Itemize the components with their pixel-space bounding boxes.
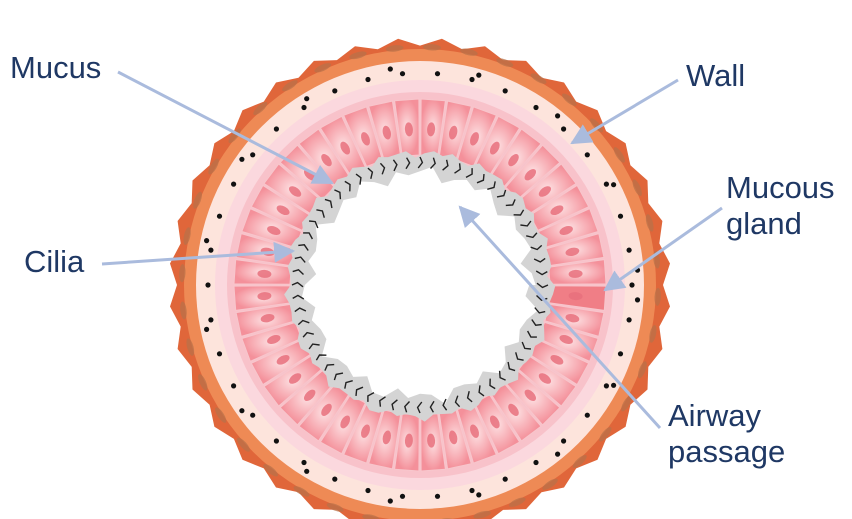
submucosa-dot-icon <box>561 438 566 443</box>
mucus-label: Mucus <box>10 50 101 86</box>
submucosa-dot-icon <box>388 66 393 71</box>
submucosa-dot-icon <box>365 488 370 493</box>
submucosa-dot-icon <box>618 351 623 356</box>
airway-passage-label-line-1: Airway <box>668 398 785 434</box>
submucosa-dot-icon <box>627 248 632 253</box>
submucosa-dot-icon <box>533 460 538 465</box>
submucosa-dot-icon <box>435 494 440 499</box>
submucosa-dot-icon <box>388 498 393 503</box>
submucosa-dot-icon <box>635 297 640 302</box>
airway-passage-label: Airway passage <box>668 398 785 470</box>
submucosa-dot-icon <box>585 152 590 157</box>
submucosa-dot-icon <box>533 105 538 110</box>
submucosa-dot-icon <box>585 413 590 418</box>
submucosa-dot-icon <box>435 71 440 76</box>
submucosa-dot-icon <box>239 408 244 413</box>
submucosa-dot-icon <box>332 88 337 93</box>
submucosa-dot-icon <box>561 126 566 131</box>
submucosa-dot-icon <box>604 383 609 388</box>
submucosa-dot-icon <box>629 282 634 287</box>
mucous-gland-label-line-2: gland <box>726 206 835 242</box>
submucosa-dot-icon <box>239 157 244 162</box>
submucosa-dot-icon <box>250 152 255 157</box>
submucosa-dot-icon <box>604 182 609 187</box>
submucosa-dot-icon <box>231 182 236 187</box>
submucosa-dot-icon <box>217 351 222 356</box>
submucosa-dot-icon <box>231 383 236 388</box>
submucosa-dot-icon <box>469 488 474 493</box>
submucosa-dot-icon <box>250 413 255 418</box>
submucosa-dot-icon <box>555 452 560 457</box>
submucosa-dot-icon <box>304 96 309 101</box>
submucosa-dot-icon <box>332 477 337 482</box>
submucosa-dot-icon <box>555 113 560 118</box>
submucosa-dot-icon <box>274 438 279 443</box>
submucosa-dot-icon <box>469 77 474 82</box>
wall-label: Wall <box>686 58 745 94</box>
submucosa-dot-icon <box>304 469 309 474</box>
submucosa-dot-icon <box>611 383 616 388</box>
cilia-label: Cilia <box>24 244 84 280</box>
submucosa-dot-icon <box>205 282 210 287</box>
submucosa-dot-icon <box>204 238 209 243</box>
submucosa-dot-icon <box>204 327 209 332</box>
submucosa-dot-icon <box>503 477 508 482</box>
submucosa-dot-icon <box>365 77 370 82</box>
submucosa-dot-icon <box>618 214 623 219</box>
submucosa-dot-icon <box>301 105 306 110</box>
submucosa-dot-icon <box>301 460 306 465</box>
submucosa-dot-icon <box>627 317 632 322</box>
airway-passage-label-line-2: passage <box>668 434 785 470</box>
submucosa-dot-icon <box>217 214 222 219</box>
mucous-gland-label-line-1: Mucous <box>726 170 835 206</box>
submucosa-dot-icon <box>208 317 213 322</box>
submucosa-dot-icon <box>476 492 481 497</box>
mucous-gland-label: Mucous gland <box>726 170 835 242</box>
submucosa-dot-icon <box>611 182 616 187</box>
submucosa-dot-icon <box>503 88 508 93</box>
submucosa-dot-icon <box>274 126 279 131</box>
submucosa-dot-icon <box>208 248 213 253</box>
submucosa-dot-icon <box>476 73 481 78</box>
submucosa-dot-icon <box>400 71 405 76</box>
submucosa-dot-icon <box>400 494 405 499</box>
